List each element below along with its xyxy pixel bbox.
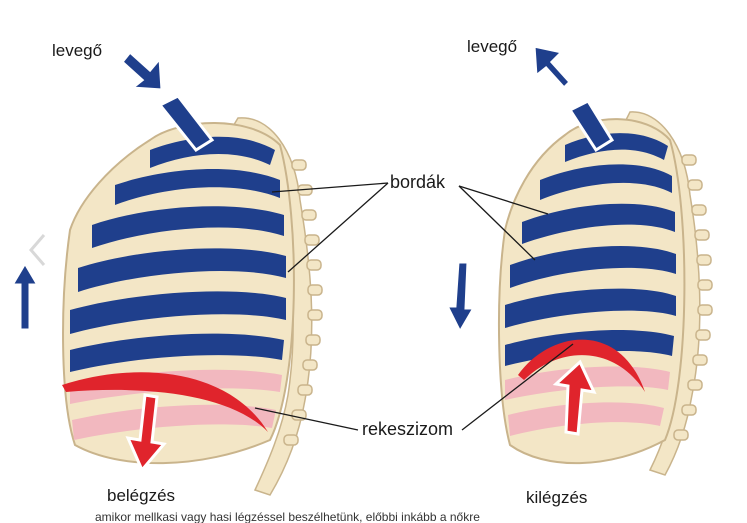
arrow-chest-up [9,260,41,332]
label-inhalation: belégzés [107,486,176,505]
chevron-left-icon[interactable] [26,232,48,268]
label-air-left: levegő [52,41,103,60]
label-ribs: bordák [390,172,446,192]
leader-lines [254,182,574,431]
label-diaphragm: rekeszizom [362,419,454,439]
thorax-inhale [9,49,323,496]
trachea-left [157,94,215,152]
arrow-diaphragm-down [125,393,167,473]
arrow-chest-down [444,260,477,336]
thorax-exhale [444,44,713,476]
diaphragm-right[interactable] [518,339,645,392]
arrow-diaphragm-up [552,359,597,436]
arrow-air-out [532,44,573,94]
trachea-right [567,99,615,153]
diaphragm-left[interactable] [62,372,268,432]
bottom-cut-text: amikor mellkasi vagy hasi légzéssel besz… [95,511,480,523]
label-exhalation: kilégzés [526,488,588,507]
label-air-right: levegő [467,37,518,56]
arrow-air-in [119,49,164,92]
